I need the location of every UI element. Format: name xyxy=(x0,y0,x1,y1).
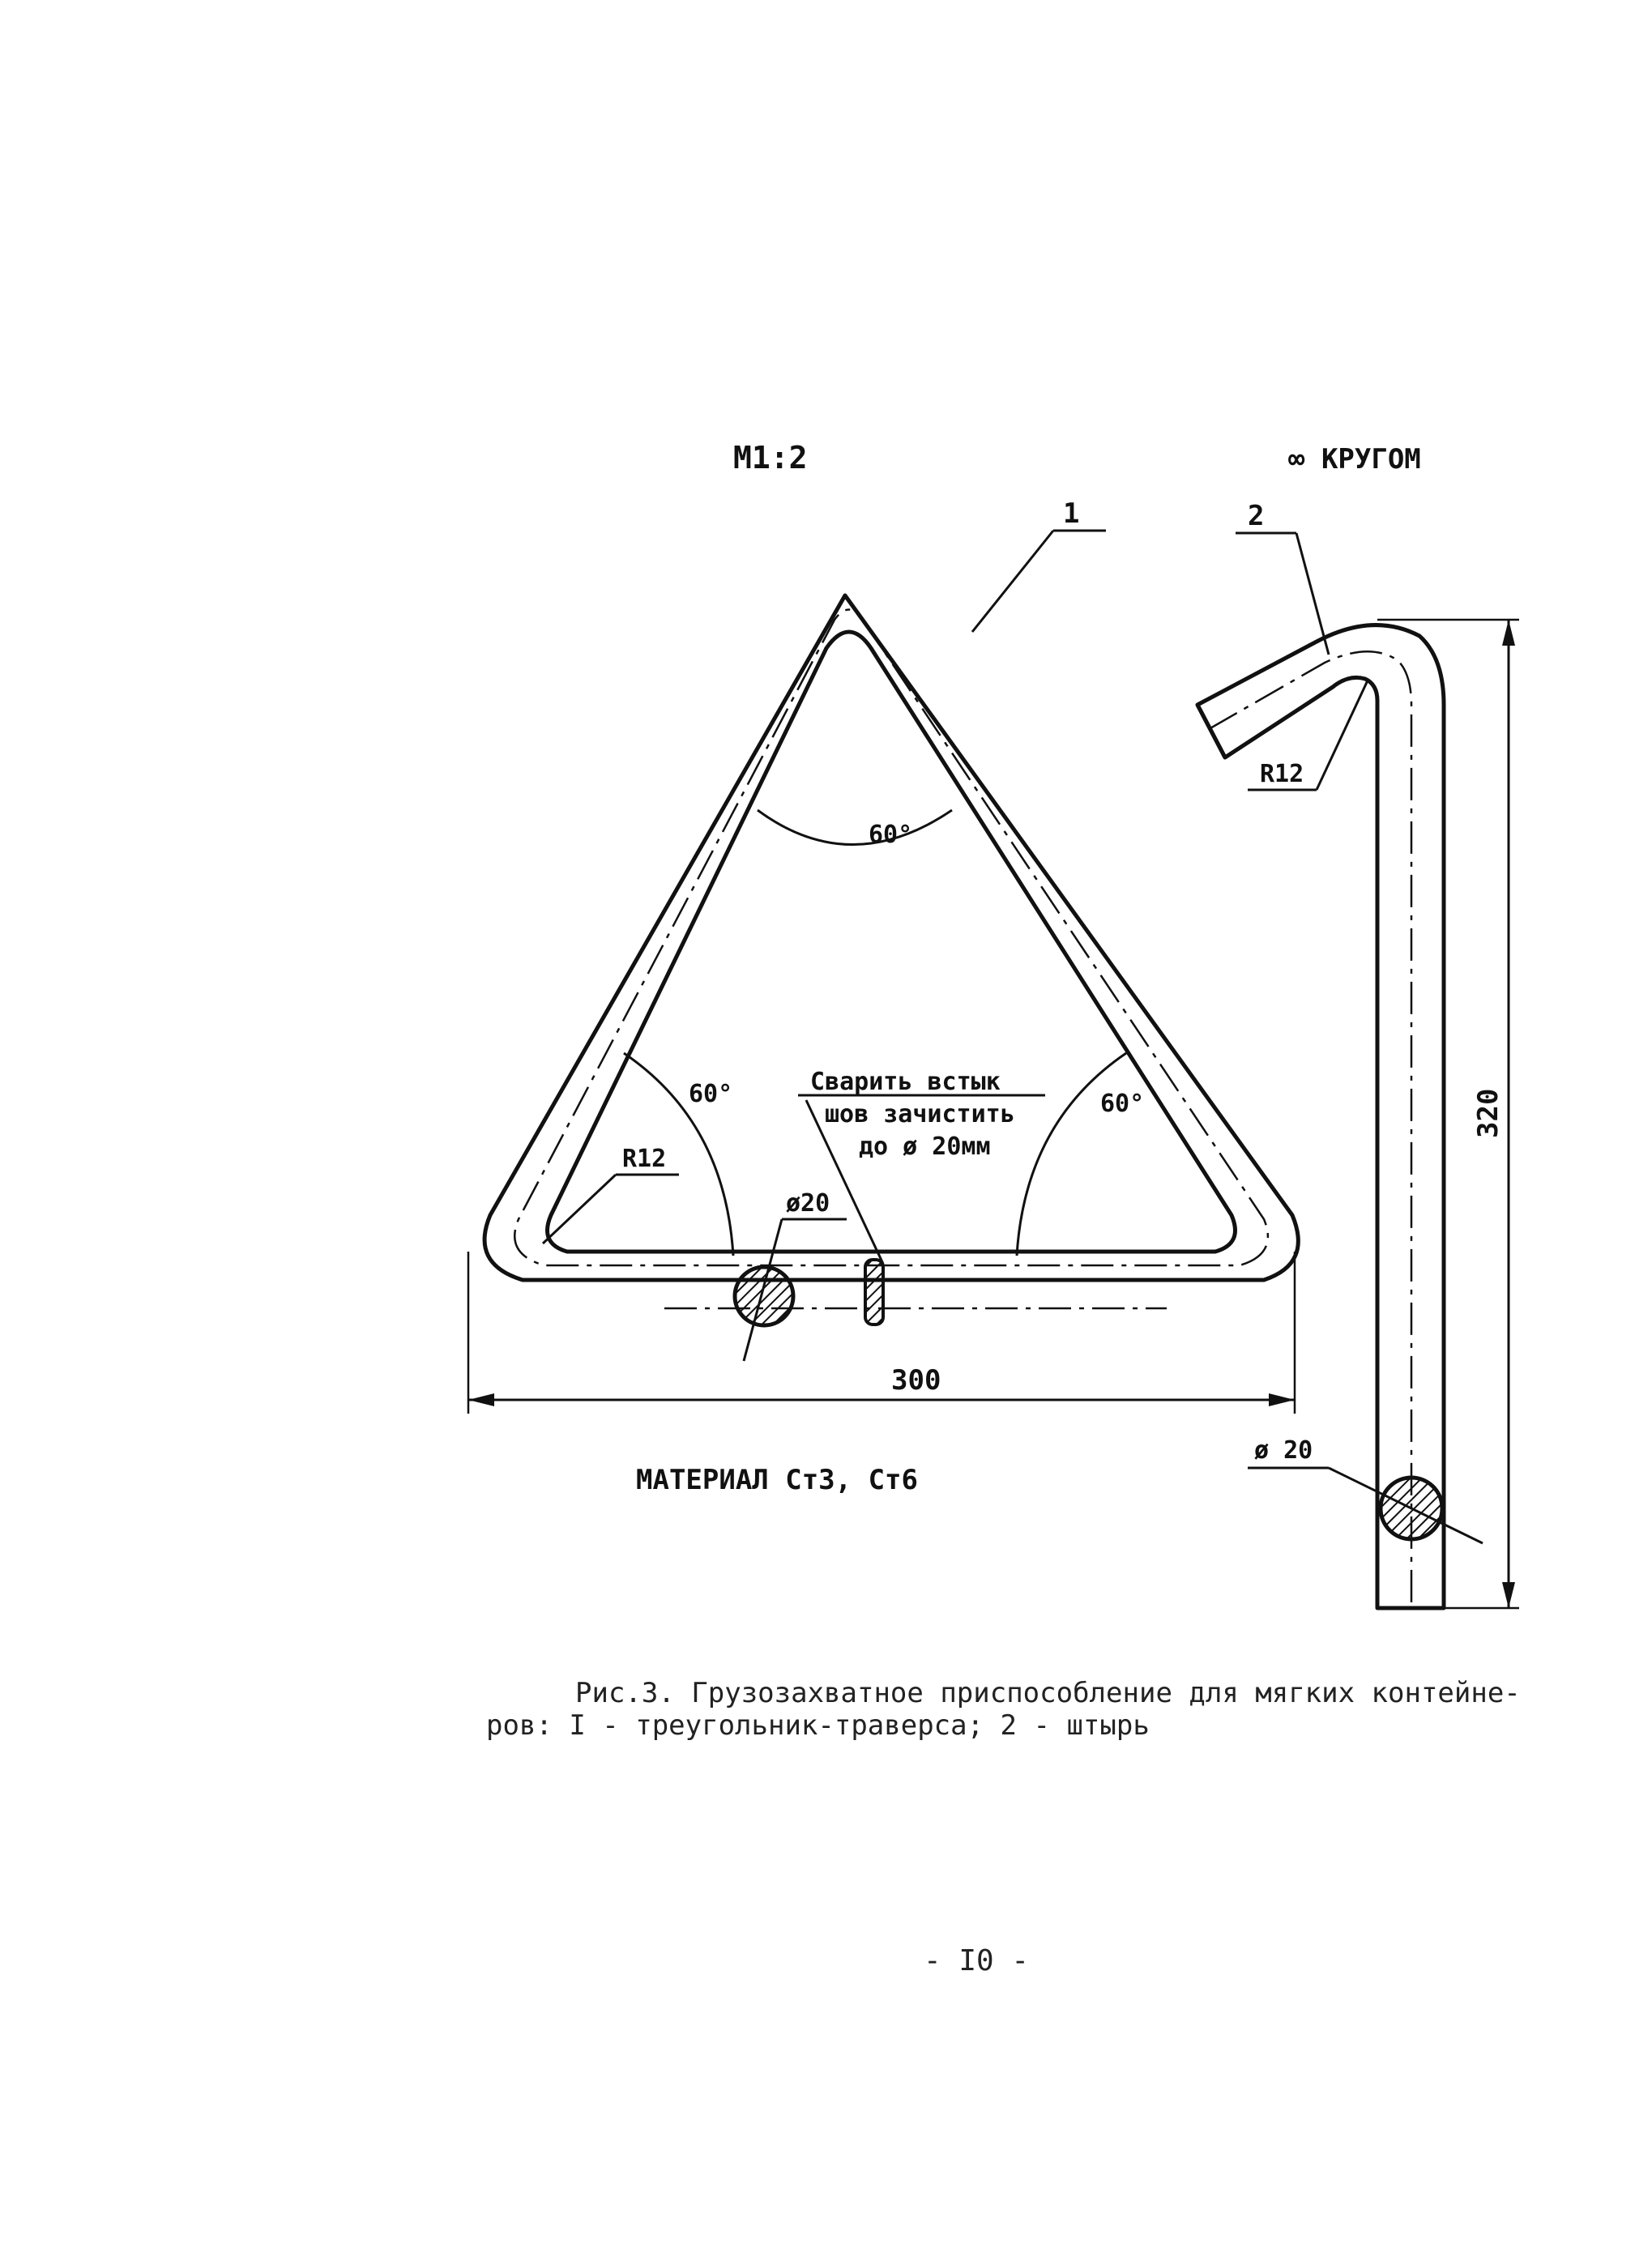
surface-finish-note: ∞ КРУГОМ xyxy=(1288,443,1421,476)
dim-width-label: 300 xyxy=(891,1364,941,1397)
pin-end-edge xyxy=(1195,703,1227,759)
dim-arrow-left xyxy=(468,1393,494,1406)
dim-length-label: 320 xyxy=(1472,1089,1505,1138)
triangle-outer-contour xyxy=(482,593,1300,1282)
material-label: МАТЕРИАЛ Ст3, Ст6 xyxy=(636,1464,918,1496)
callout-2-label: 2 xyxy=(1248,500,1264,532)
scale-label: М1:2 xyxy=(733,440,808,476)
angle-arc-right xyxy=(1015,1052,1127,1256)
radius-leader-triangle xyxy=(541,1173,617,1245)
dim-arrow-right xyxy=(1269,1393,1295,1406)
weld-note-line-1: Сварить встык xyxy=(810,1068,1001,1096)
page-number: - I0 - xyxy=(924,1944,1030,1977)
angle-right-label: 60° xyxy=(1100,1090,1144,1118)
radius-label-pin: R12 xyxy=(1260,760,1304,788)
radius-label-triangle: R12 xyxy=(622,1145,666,1173)
angle-left-label: 60° xyxy=(689,1080,732,1108)
callout-1-label: 1 xyxy=(1063,497,1079,530)
weld-note-leader xyxy=(805,1099,885,1265)
dim-arrow-bottom xyxy=(1502,1582,1515,1608)
pin xyxy=(1195,623,1446,1610)
caption-line-2: ров: I - треугольник-траверса; 2 - штырь xyxy=(486,1709,1150,1742)
triangle-centerline xyxy=(514,608,1270,1267)
weld-joint-marker xyxy=(864,1258,885,1326)
diameter-label-pin: ø 20 xyxy=(1254,1436,1313,1465)
triangle-traverse: 60° 60° 60° xyxy=(482,593,1300,1328)
pin-contour xyxy=(1195,623,1446,1610)
callout-2-leader xyxy=(1295,532,1330,655)
callout-1-leader xyxy=(971,530,1055,633)
angle-top-label: 60° xyxy=(869,821,912,849)
diameter-leader-pin xyxy=(1328,1466,1483,1545)
angle-arc-left xyxy=(623,1052,735,1256)
dim-arrow-top xyxy=(1502,620,1515,646)
radius-leader-pin xyxy=(1315,680,1369,791)
diameter-label-triangle: ø20 xyxy=(786,1189,830,1218)
weld-note-line-3: до ø 20мм xyxy=(859,1133,991,1161)
weld-note-line-2: шов зачистить xyxy=(825,1100,1015,1128)
rod-section-triangle xyxy=(732,1265,796,1328)
angle-arc-top xyxy=(757,808,953,846)
pin-centerline xyxy=(1208,651,1413,1608)
diameter-leader-triangle xyxy=(742,1218,783,1362)
figure-caption: Рис.3. Грузозахватное приспособление для… xyxy=(486,1677,1523,1742)
caption-line-1: Рис.3. Грузозахватное приспособление для… xyxy=(575,1677,1521,1709)
